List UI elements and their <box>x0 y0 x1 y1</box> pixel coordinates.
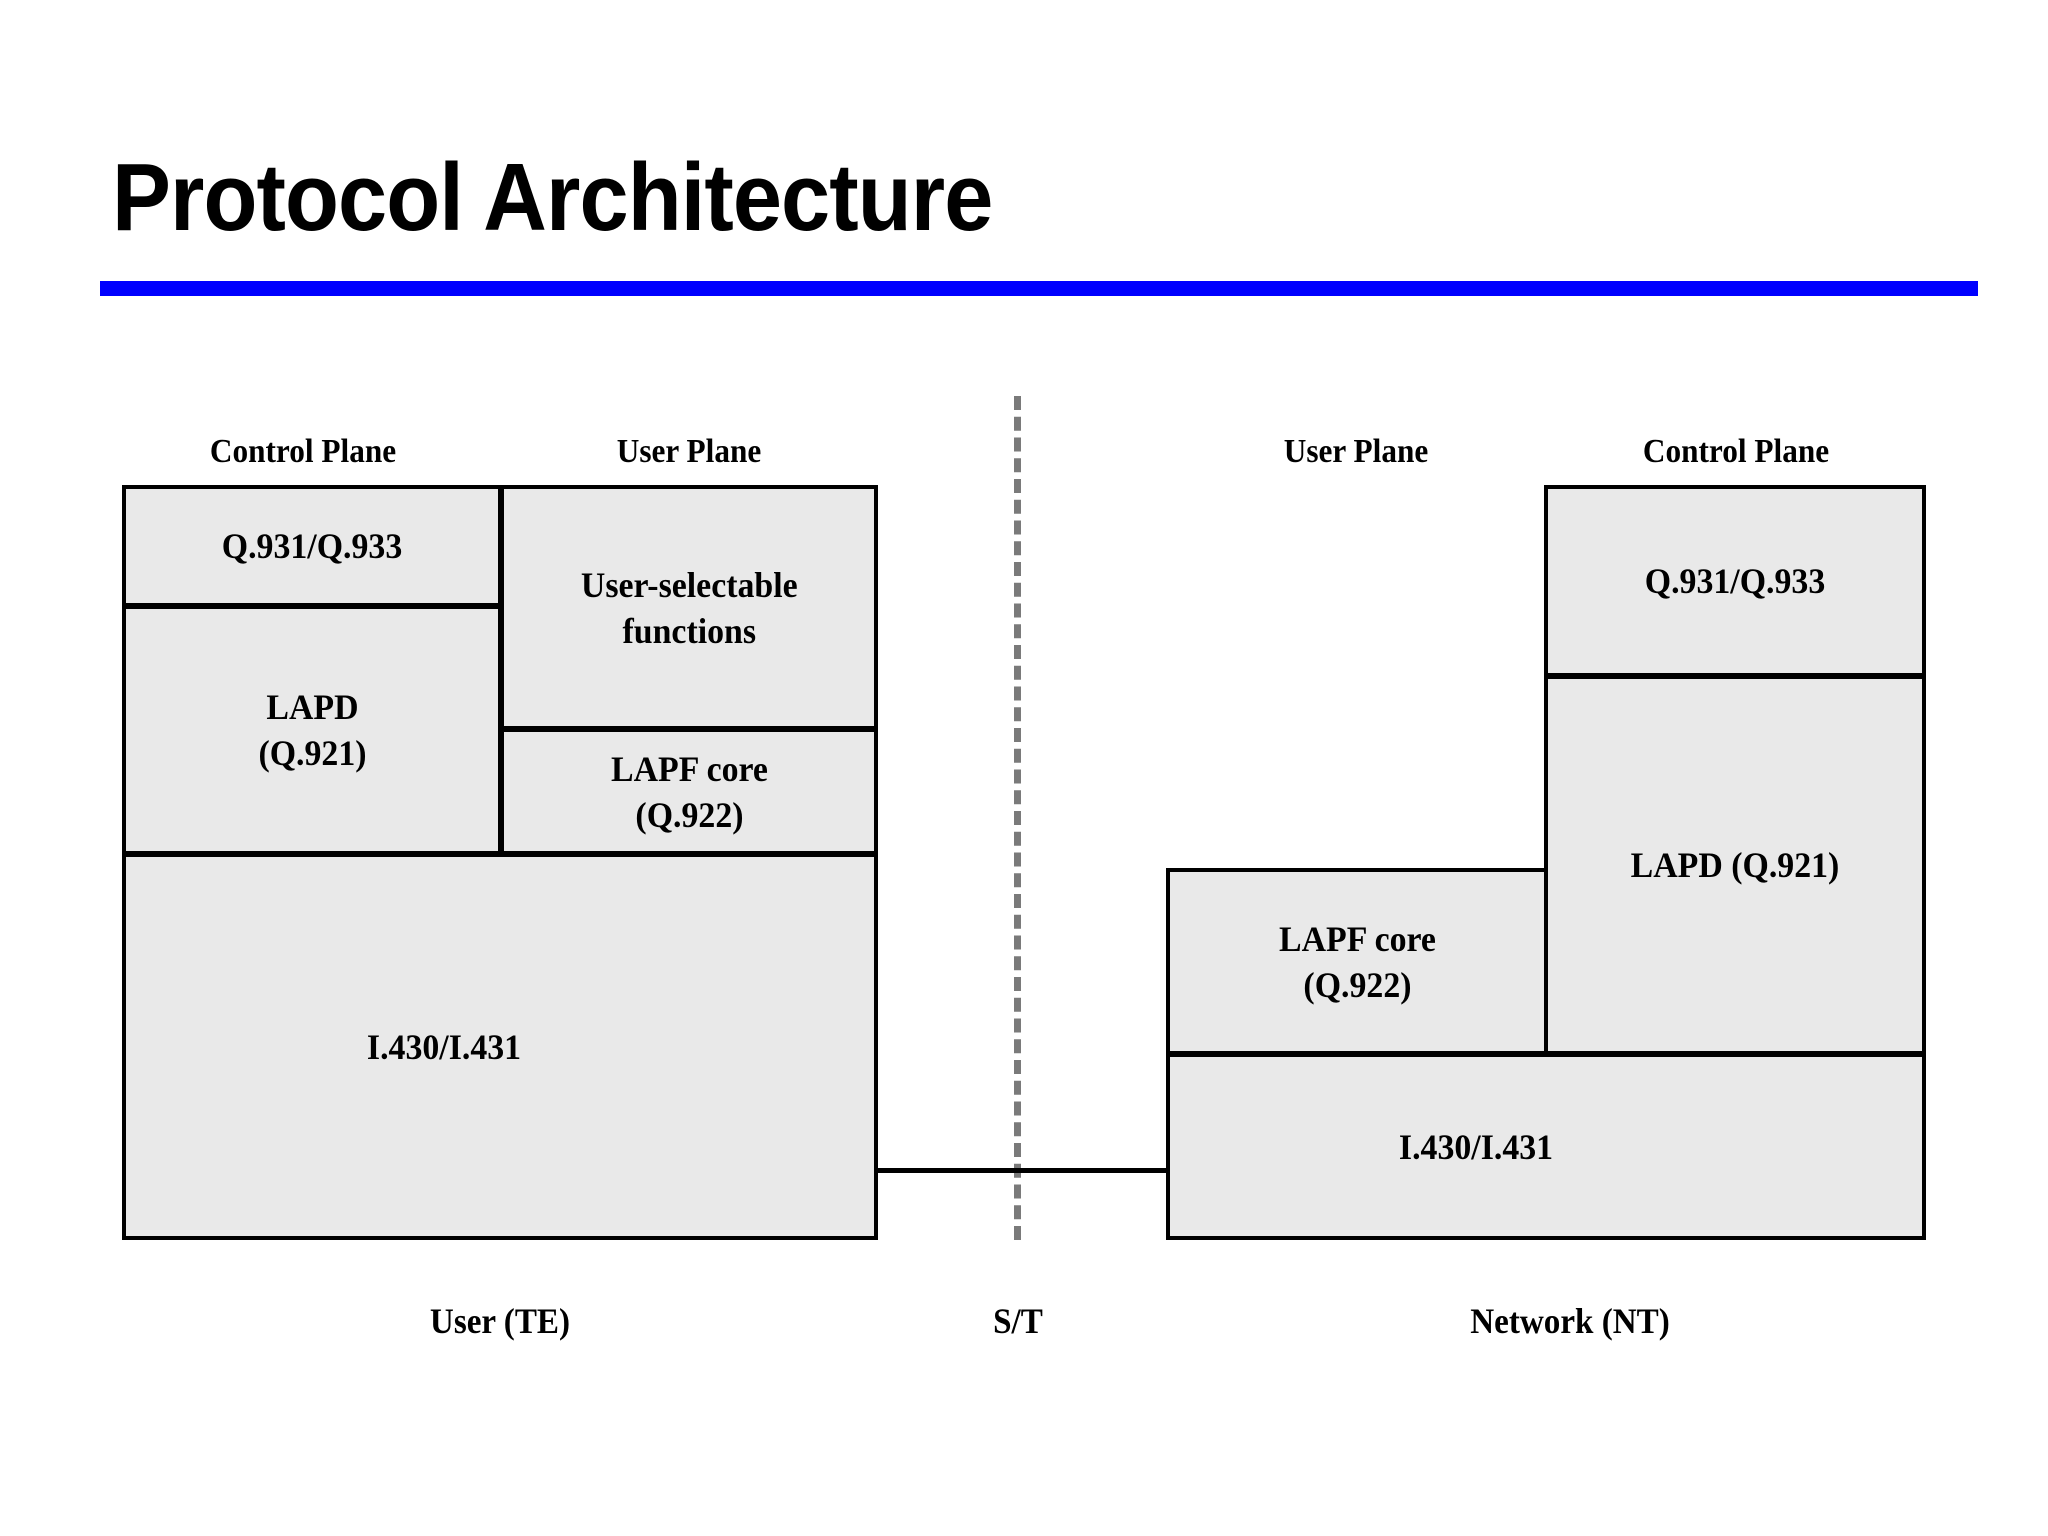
box-left-physical-i430-i431[interactable]: I.430/I.431 <box>122 855 878 1240</box>
box-right-lapd-q921[interactable]: LAPD (Q.921) <box>1544 677 1926 1055</box>
box-left-user-selectable-functions[interactable]: User-selectable functions <box>502 485 878 730</box>
physical-link-line <box>878 1168 1166 1173</box>
box-left-lapf-core-q922[interactable]: LAPF core (Q.922) <box>502 730 878 855</box>
box-right-physical-i430-i431[interactable]: I.430/I.431 <box>1166 1055 1926 1240</box>
box-left-q931-q933[interactable]: Q.931/Q.933 <box>122 485 502 607</box>
box-left-lapd-q921[interactable]: LAPD (Q.921) <box>122 607 502 855</box>
box-right-lapd-q921-label: LAPD (Q.921) <box>1630 845 1840 885</box>
box-left-q931-q933-label: Q.931/Q.933 <box>221 526 403 566</box>
box-right-q931-q933-label: Q.931/Q.933 <box>1644 561 1826 601</box>
box-right-lapf-core-q922-label: LAPF core (Q.922) <box>1278 918 1436 1005</box>
st-reference-point-divider <box>1014 396 1021 1240</box>
left-control-plane-label: Control Plane <box>209 433 397 470</box>
box-left-user-selectable-functions-label: User-selectable functions <box>580 564 798 651</box>
box-left-lapf-core-q922-label: LAPF core (Q.922) <box>610 748 768 835</box>
right-control-plane-label: Control Plane <box>1642 433 1830 470</box>
left-endpoint-label: User (TE) <box>429 1301 571 1341</box>
interface-point-label: S/T <box>993 1301 1043 1341</box>
left-user-plane-label: User Plane <box>616 433 762 470</box>
box-left-lapd-q921-label: LAPD (Q.921) <box>257 687 367 773</box>
box-right-lapf-core-q922[interactable]: LAPF core (Q.922) <box>1166 868 1546 1055</box>
title-underline-rule <box>100 281 1978 296</box>
page-title: Protocol Architecture <box>112 144 993 251</box>
box-right-physical-i430-i431-label: I.430/I.431 <box>1398 1126 1554 1167</box>
right-user-plane-label: User Plane <box>1283 433 1429 470</box>
box-right-q931-q933[interactable]: Q.931/Q.933 <box>1544 485 1926 677</box>
box-left-physical-i430-i431-label: I.430/I.431 <box>366 1026 522 1067</box>
right-endpoint-label: Network (NT) <box>1470 1301 1670 1341</box>
